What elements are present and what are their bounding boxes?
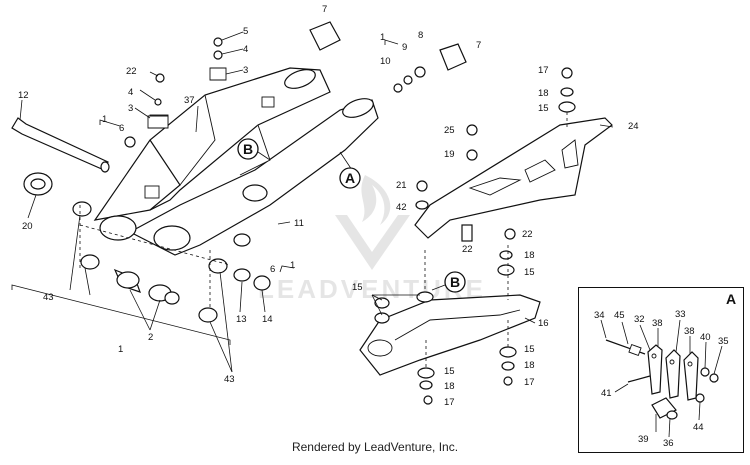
callout-15: 15 (444, 366, 455, 377)
callout-25: 25 (444, 125, 455, 136)
bearing-set (72, 201, 271, 323)
callout-20: 20 (22, 221, 33, 232)
callout-15: 15 (352, 282, 363, 293)
callout-5: 5 (243, 26, 248, 37)
callout-2: 2 (148, 332, 153, 343)
inset-callout-38: 38 (684, 326, 695, 337)
callout-9: 9 (402, 42, 407, 53)
callout-21: 21 (396, 180, 407, 191)
callout-18: 18 (538, 88, 549, 99)
inset-callout-44: 44 (693, 422, 704, 433)
callout-1: 1 (118, 344, 123, 355)
marker-a-swingarm: A (339, 167, 361, 189)
callout-15: 15 (524, 267, 535, 278)
callout-15: 15 (524, 344, 535, 355)
inset-callout-32: 32 (634, 314, 645, 325)
callout-37: 37 (184, 95, 195, 106)
callout-1: 1 (380, 32, 385, 43)
callout-43: 43 (224, 374, 235, 385)
callout-18: 18 (444, 381, 455, 392)
callout-16: 16 (538, 318, 549, 329)
inset-callout-40: 40 (700, 332, 711, 343)
callout-10: 10 (380, 56, 391, 67)
small-hardware-left (124, 37, 227, 148)
svg-text:B: B (243, 141, 253, 157)
adjuster-blocks (309, 21, 467, 93)
pivot-bolt (11, 117, 110, 173)
chain-guard (414, 117, 613, 242)
chain-slider (359, 291, 541, 405)
callout-6: 6 (270, 264, 275, 275)
inset-callout-39: 39 (638, 434, 649, 445)
inset-callout-38: 38 (652, 318, 663, 329)
callout-11: 11 (294, 218, 304, 229)
svg-text:A: A (345, 170, 355, 186)
callout-7: 7 (322, 4, 327, 15)
callout-1: 1 (102, 114, 107, 125)
alignment-lines (79, 112, 568, 370)
callout-3: 3 (128, 103, 133, 114)
inset-marker-a: A (726, 291, 736, 307)
callout-3: 3 (243, 65, 248, 76)
inset-detail-a: A 34 45 32 38 3 (594, 291, 736, 449)
callout-22: 22 (522, 229, 533, 240)
callout-17: 17 (444, 397, 455, 408)
marker-b-swingarm: B (237, 138, 271, 161)
inset-frame (578, 287, 744, 453)
group-brackets (11, 39, 399, 345)
marker-b-slider: B (431, 271, 466, 293)
inset-callout-45: 45 (614, 310, 625, 321)
inset-callout-35: 35 (718, 336, 729, 347)
callout-17: 17 (524, 377, 535, 388)
callout-12: 12 (18, 90, 29, 101)
svg-text:B: B (450, 274, 460, 290)
callout-15: 15 (538, 103, 549, 114)
bushing-20 (23, 172, 53, 196)
callout-18: 18 (524, 250, 535, 261)
callout-4: 4 (243, 44, 248, 55)
callout-14: 14 (262, 314, 273, 325)
inset-callout-36: 36 (663, 438, 674, 449)
footer-credit: Rendered by LeadVenture, Inc. (291, 440, 459, 454)
callout-labels: 7 5 4 3 22 4 3 37 12 1 6 20 43 2 1 43 13… (18, 4, 639, 408)
small-hardware-right (415, 67, 576, 276)
callout-24: 24 (628, 121, 639, 132)
callout-6: 6 (119, 123, 124, 134)
callout-1: 1 (290, 260, 295, 271)
callout-43: 43 (43, 292, 54, 303)
callout-22: 22 (126, 66, 137, 77)
callout-42: 42 (396, 202, 407, 213)
inset-callout-41: 41 (601, 388, 612, 399)
swing-arm (93, 67, 379, 256)
callout-13: 13 (236, 314, 247, 325)
leader-lines (19, 31, 614, 373)
callout-19: 19 (444, 149, 455, 160)
callout-22: 22 (462, 244, 473, 255)
callout-18: 18 (524, 360, 535, 371)
inset-callout-34: 34 (594, 310, 605, 321)
callout-4: 4 (128, 87, 133, 98)
inset-callout-33: 33 (675, 309, 686, 320)
callout-7: 7 (476, 40, 481, 51)
callout-17: 17 (538, 65, 549, 76)
callout-8: 8 (418, 30, 423, 41)
